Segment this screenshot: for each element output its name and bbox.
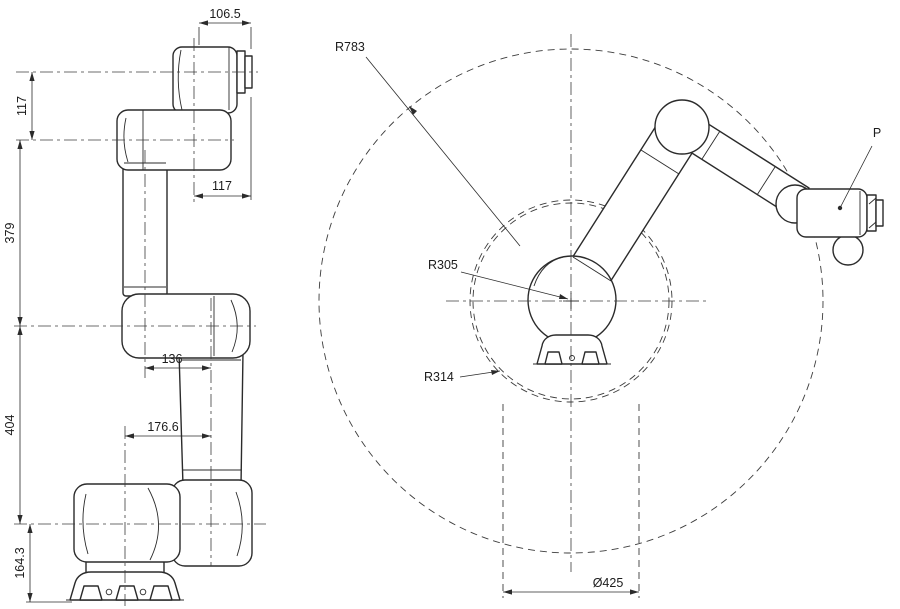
dia425-arrow-right: [630, 589, 639, 595]
base-foot-top: [544, 351, 563, 365]
p-label: P: [873, 126, 881, 140]
elbow-joint: [654, 99, 710, 155]
reach-annotations: R783 R305 R314 P Ø425: [335, 40, 881, 595]
reach-view: R783 R305 R314 P Ø425: [318, 34, 884, 598]
dim-136-label: 136: [162, 352, 183, 366]
reach-robot-seams: [533, 130, 877, 287]
base-foot: [149, 585, 173, 601]
p-point: [837, 205, 843, 211]
side-view: 106.5 117 136 176.6 117 379 404 164.3: [3, 7, 266, 606]
r305-label: R305: [428, 258, 458, 272]
side-dimension-arrows: [17, 20, 251, 602]
tool-body: [796, 188, 868, 238]
r783-arrowhead: [409, 106, 417, 115]
r314-label: R314: [424, 370, 454, 384]
max-reach-circle: [318, 48, 824, 554]
base-bolt: [105, 588, 113, 596]
side-dimension-labels: 106.5 117 136 176.6 117 379 404 164.3: [3, 7, 241, 579]
p-leader: [839, 145, 873, 209]
shoulder-ball: [527, 255, 617, 345]
tool-flange-face: [244, 55, 253, 89]
dim-379-label: 379: [3, 223, 17, 244]
r783-leader: [365, 56, 521, 247]
base-link-housing: [73, 483, 181, 563]
side-extension-lines: [26, 27, 252, 603]
dim-404-label: 404: [3, 415, 17, 436]
base-bolt-top: [569, 355, 575, 361]
reach-robot: [527, 99, 884, 365]
dia425-arrow-left: [503, 589, 512, 595]
side-robot: [66, 46, 253, 601]
r314-arrowhead: [491, 370, 500, 375]
tool-flange-face: [875, 199, 884, 227]
r783-label: R783: [335, 40, 365, 54]
dim-164-3-label: 164.3: [13, 547, 27, 578]
dim-176-6-label: 176.6: [147, 420, 178, 434]
wrist3-housing: [172, 46, 238, 114]
reach-centerlines: [446, 34, 706, 572]
shoulder-housing: [171, 479, 253, 567]
r305-arrowhead: [559, 294, 568, 299]
dia425-label: Ø425: [593, 576, 624, 590]
dim-117-flange-label: 117: [212, 179, 232, 193]
base-foot-top: [581, 351, 600, 365]
dim-117-wrist-label: 117: [15, 96, 29, 116]
wrist-lower-cap: [832, 234, 864, 266]
r305-leader: [460, 271, 569, 300]
dim-106-5-label: 106.5: [209, 7, 240, 21]
base-foot: [79, 585, 103, 601]
side-centerlines: [14, 38, 266, 606]
base-bolt: [139, 588, 147, 596]
base-foot: [115, 585, 139, 601]
